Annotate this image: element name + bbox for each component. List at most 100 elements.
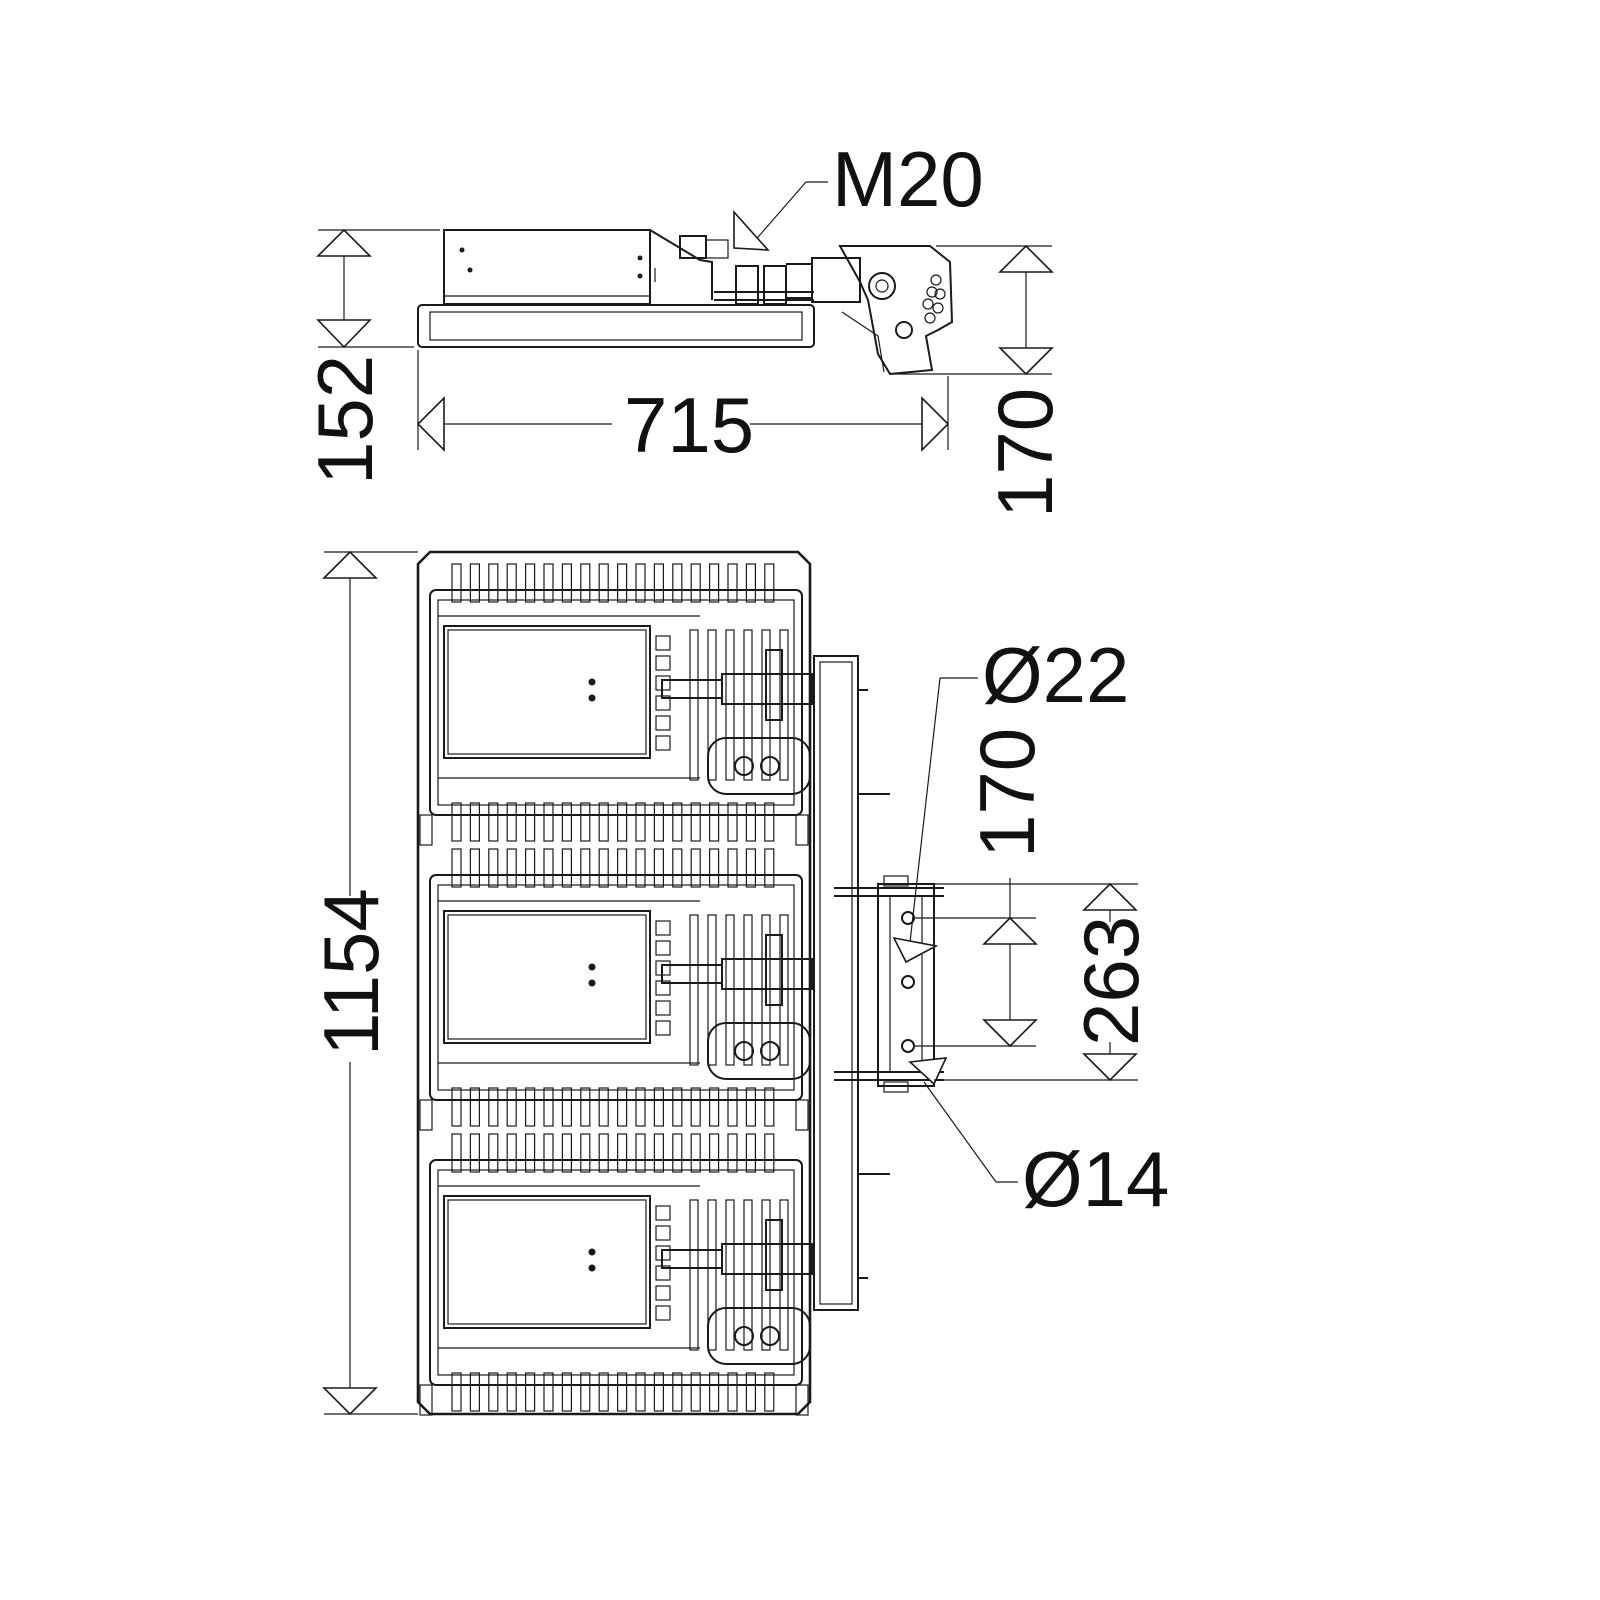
cooling-fin: [598, 1133, 609, 1173]
cooling-fin: [451, 1372, 462, 1412]
cooling-fin: [727, 1087, 738, 1127]
cooling-fin: [653, 1087, 665, 1127]
dim-263: 263: [1067, 916, 1155, 1046]
dim-715: 715: [624, 381, 754, 469]
cooling-fin: [580, 1372, 591, 1412]
cooling-fin: [469, 1133, 480, 1173]
cooling-fin: [488, 1087, 499, 1127]
cooling-fin: [524, 1372, 536, 1412]
cooling-fin: [689, 629, 699, 781]
cooling-fin: [506, 1372, 517, 1412]
cooling-fin: [524, 848, 536, 888]
cable-gland: [661, 964, 723, 984]
cooling-fin: [745, 848, 757, 888]
led-modules: [419, 563, 813, 1416]
cooling-fin: [469, 563, 480, 603]
cooling-fin: [543, 1087, 554, 1127]
cooling-fin: [561, 1087, 573, 1127]
front-view-mount-rail: [813, 655, 859, 1311]
cooling-fin: [488, 848, 499, 888]
cooling-fin: [616, 802, 628, 842]
front-view-frame: [416, 550, 812, 1416]
cooling-fin: [506, 563, 517, 603]
cooling-fin: [469, 1372, 480, 1412]
cooling-fin: [488, 802, 499, 842]
cooling-fin: [580, 1133, 591, 1173]
cooling-fin: [543, 848, 554, 888]
cooling-fin: [690, 1372, 701, 1412]
cooling-fin: [672, 802, 683, 842]
cooling-fin: [653, 1133, 665, 1173]
cooling-fin: [506, 802, 517, 842]
led-module: [429, 1159, 803, 1386]
cooling-fin: [653, 848, 665, 888]
cooling-fin: [580, 848, 591, 888]
cooling-fin: [690, 848, 701, 888]
cooling-fin: [506, 1133, 517, 1173]
cooling-fin: [708, 563, 720, 603]
cooling-fin: [635, 1133, 646, 1173]
dim-1154: 1154: [307, 888, 395, 1056]
cooling-fin: [635, 802, 646, 842]
cooling-fin: [469, 848, 480, 888]
cooling-fin: [506, 848, 517, 888]
cooling-fin: [708, 1372, 720, 1412]
cooling-fin: [451, 848, 462, 888]
cooling-fin: [524, 1133, 536, 1173]
cooling-fin: [708, 802, 720, 842]
cooling-fin: [598, 802, 609, 842]
driver-box: [443, 910, 651, 1044]
cooling-fin: [561, 848, 573, 888]
cooling-fin: [745, 802, 757, 842]
cooling-fin: [616, 1372, 628, 1412]
cooling-fin: [580, 802, 591, 842]
side-view-bracket: [838, 245, 954, 376]
cable-gland: [661, 679, 723, 699]
cooling-fin: [708, 848, 720, 888]
cooling-fin: [727, 848, 738, 888]
cooling-fin: [727, 563, 738, 603]
cooling-fin: [672, 563, 683, 603]
side-view-mount-block: [811, 257, 861, 303]
dim-152: 152: [301, 355, 389, 485]
side-view-housing: [417, 304, 815, 348]
cooling-fin: [635, 848, 646, 888]
cooling-fin: [616, 1133, 628, 1173]
cooling-fin: [727, 1133, 738, 1173]
driver-box: [443, 1195, 651, 1329]
cooling-fin: [524, 1087, 536, 1127]
cooling-fin: [727, 802, 738, 842]
cooling-fin: [764, 802, 775, 842]
cooling-fin: [543, 802, 554, 842]
cooling-fin: [561, 1133, 573, 1173]
cooling-fin: [764, 1133, 775, 1173]
cooling-fin: [451, 802, 462, 842]
cooling-fin: [672, 1372, 683, 1412]
cooling-fin: [580, 1087, 591, 1127]
cooling-fin: [469, 1087, 480, 1127]
cooling-fin: [580, 563, 591, 603]
cooling-fin: [543, 1133, 554, 1173]
cooling-fin: [598, 1087, 609, 1127]
cooling-fin: [689, 914, 699, 1066]
cooling-fin: [524, 802, 536, 842]
cooling-fin: [672, 1087, 683, 1127]
cooling-fin: [745, 1087, 757, 1127]
cooling-fin: [598, 848, 609, 888]
dim-170-holes: 170: [963, 728, 1051, 858]
led-module: [429, 589, 803, 816]
dim-170-bracket: 170: [981, 388, 1069, 518]
cooling-fin: [708, 1087, 720, 1127]
cable-gland: [661, 1249, 723, 1269]
cooling-fin: [707, 1199, 717, 1351]
cooling-fin: [488, 1133, 499, 1173]
cooling-fin: [707, 914, 717, 1066]
cooling-fin: [488, 1372, 499, 1412]
cooling-fin: [708, 1133, 720, 1173]
cooling-fin: [745, 1133, 757, 1173]
cooling-fin: [635, 1087, 646, 1127]
cooling-fin: [488, 563, 499, 603]
cooling-fin: [745, 1372, 757, 1412]
cooling-fin: [451, 563, 462, 603]
